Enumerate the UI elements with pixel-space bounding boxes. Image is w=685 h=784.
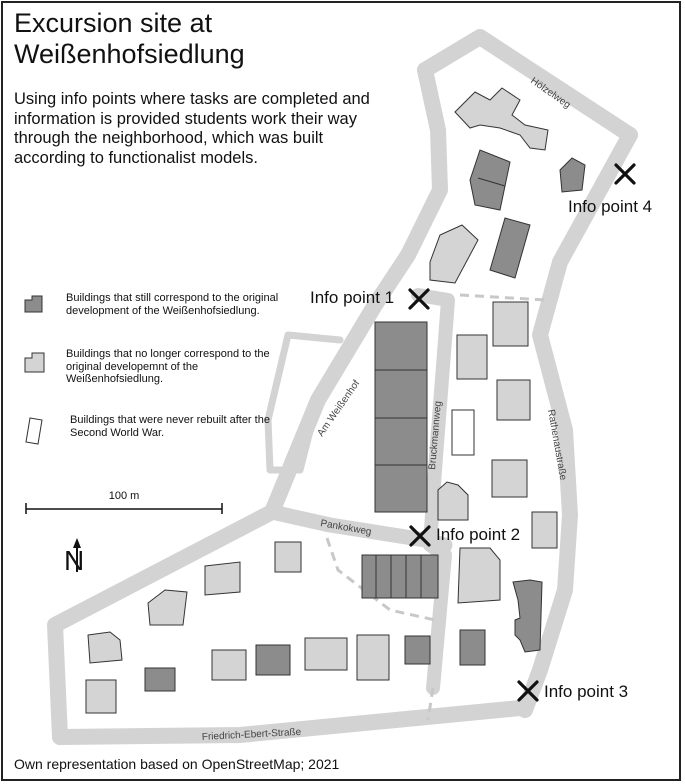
info-point-markers [408,163,636,702]
loop-path [264,331,344,474]
road-am-weissenhof [47,62,448,745]
legend-text-never-rebuilt: Buildings that were never rebuilt after … [70,414,270,439]
info-point-2-marker [409,525,431,547]
info-point-2-label: Info point 2 [436,525,520,544]
scale: 100 m [24,490,224,512]
info-point-1-marker [408,288,430,310]
info-point-1-label: Info point 1 [310,288,394,307]
north-arrow: N [64,538,84,576]
scale-label: 100 m [108,490,140,502]
label-friedrich-ebert: Friedrich-Ebert-Straße [202,727,302,743]
road-rathenaustrasse [517,127,638,718]
source-footer: Own representation based on OpenStreetMa… [14,756,340,772]
roads [47,29,638,745]
legend-text-changed: Buildings that no longer correspond to t… [66,348,270,385]
north-label: N [64,545,84,576]
original-dividers [375,177,506,598]
legend-symbol-changed [24,352,45,373]
buildings-never-rebuilt [451,409,475,456]
road-bruckmannweg [411,288,455,695]
map-title: Excursion site at Weißenhofsiedlung [14,8,245,69]
buildings-changed [85,87,558,714]
road-friedrich-ebert [52,700,528,745]
intro-text: Using info points where tasks are comple… [14,90,370,167]
scale-bar [25,503,223,514]
road-hoelzelweg [417,29,638,143]
info-point-4-label: Info point 4 [568,197,652,216]
legend-symbol-never-rebuilt [25,417,43,445]
legend-symbol-original [24,295,43,313]
info-point-3-label: Info point 3 [544,682,628,701]
info-point-3-marker [517,680,539,702]
legend-text-original: Buildings that still correspond to the o… [66,292,279,317]
buildings-original [144,149,586,692]
info-point-4-marker [614,163,636,185]
